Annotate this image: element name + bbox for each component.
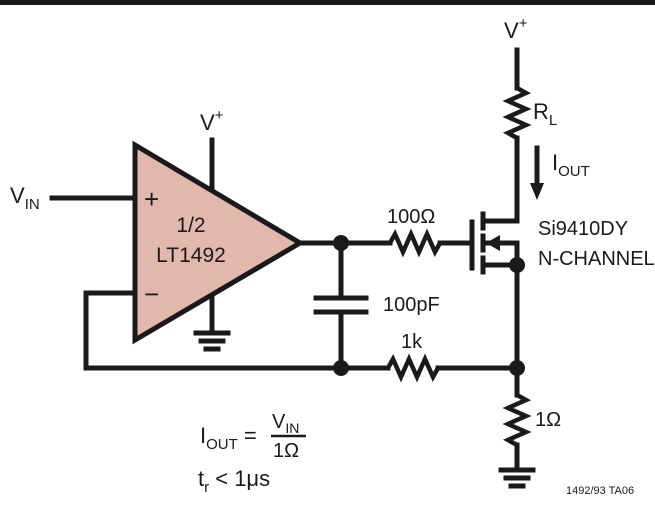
feedback-resistor: [386, 353, 440, 383]
inverting-input-wire: [83, 290, 344, 371]
formula-numerator: VIN: [272, 411, 299, 436]
load-resistor: [502, 86, 532, 140]
opamp-ground-symbol: [193, 330, 231, 352]
sense-resistor: [502, 393, 532, 447]
opamp-fraction-label: 1/2: [176, 214, 205, 237]
mosfet-symbol: [469, 211, 520, 275]
iout-label: IOUT: [552, 150, 590, 180]
mosfet-part-label: Si9410DY: [538, 218, 628, 240]
iout-arrow: [530, 145, 544, 200]
sense-resistor-label: 1Ω: [535, 409, 561, 431]
feedback-resistor-label: 1k: [401, 331, 423, 353]
drain-supply-label: V+: [504, 15, 528, 43]
opamp-triangle: [132, 140, 305, 345]
opamp-supply-label: V+: [200, 107, 224, 135]
mosfet-type-label: N-CHANNEL: [538, 248, 655, 270]
rise-time-label: tr < 1μs: [198, 466, 270, 496]
top-border: [0, 0, 655, 5]
output-ground-symbol: [498, 467, 536, 489]
formula-denominator: 1Ω: [273, 440, 299, 462]
load-resistor-label: RL: [533, 99, 557, 129]
opamp-minus-sign: −: [144, 279, 159, 309]
vin-label: VIN: [10, 183, 40, 213]
opamp-part-label: LT1492: [156, 244, 226, 267]
gate-resistor: [388, 228, 442, 258]
opamp-plus-sign: +: [144, 184, 159, 214]
formula-lhs: IOUT =: [200, 423, 257, 453]
figure-id: 1492/93 TA06: [566, 485, 634, 497]
capacitor-label: 100pF: [383, 294, 440, 316]
gate-resistor-label: 100Ω: [387, 206, 435, 228]
